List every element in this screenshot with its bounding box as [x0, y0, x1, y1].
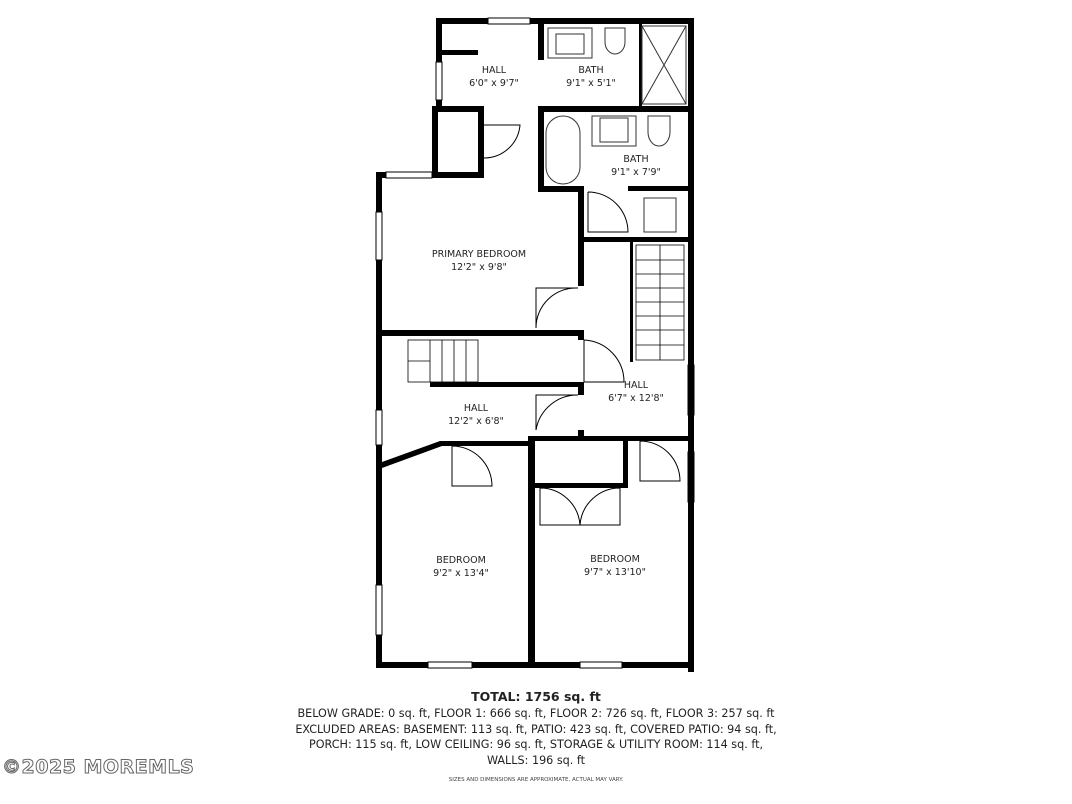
room-labels: HALL 6'0" x 9'7" BATH 9'1" x 5'1" BATH 9… — [432, 65, 664, 579]
room-size: 12'2" x 9'8" — [451, 262, 507, 273]
room-name: BATH — [578, 65, 603, 76]
room-size: 6'0" x 9'7" — [469, 78, 519, 89]
room-size: 9'7" x 13'10" — [584, 567, 646, 578]
room-name: BEDROOM — [436, 555, 486, 566]
disclaimer: SIZES AND DIMENSIONS ARE APPROXIMATE, AC… — [448, 777, 624, 783]
floor-plan: HALL 6'0" x 9'7" BATH 9'1" x 5'1" BATH 9… — [375, 17, 695, 672]
room-name: HALL — [482, 65, 507, 76]
walls — [376, 18, 694, 672]
area-line: PORCH: 115 sq. ft, LOW CEILING: 96 sq. f… — [308, 738, 764, 751]
area-line: EXCLUDED AREAS: BASEMENT: 113 sq. ft, PA… — [295, 722, 777, 736]
room-size: 9'1" x 5'1" — [566, 78, 616, 89]
room-name: BEDROOM — [590, 554, 640, 565]
total-area: TOTAL: 1756 sq. ft — [471, 689, 601, 704]
room-name: HALL — [464, 403, 489, 414]
area-line: WALLS: 196 sq. ft — [486, 753, 586, 767]
room-name: PRIMARY BEDROOM — [432, 249, 526, 260]
windows — [375, 17, 695, 669]
doors — [451, 124, 681, 526]
stairs — [407, 244, 685, 383]
room-size: 9'1" x 7'9" — [611, 167, 661, 178]
room-name: HALL — [624, 380, 649, 391]
room-name: BATH — [623, 154, 648, 165]
fixtures — [545, 25, 687, 233]
area-breakdown: BELOW GRADE: 0 sq. ft, FLOOR 1: 666 sq. … — [0, 706, 1072, 768]
room-size: 6'7" x 12'8" — [608, 393, 664, 404]
room-size: 12'2" x 6'8" — [448, 416, 504, 427]
watermark: ©2025 MOREMLS — [1, 756, 195, 779]
room-size: 9'2" x 13'4" — [433, 568, 489, 579]
area-line: BELOW GRADE: 0 sq. ft, FLOOR 1: 666 sq. … — [297, 707, 775, 720]
